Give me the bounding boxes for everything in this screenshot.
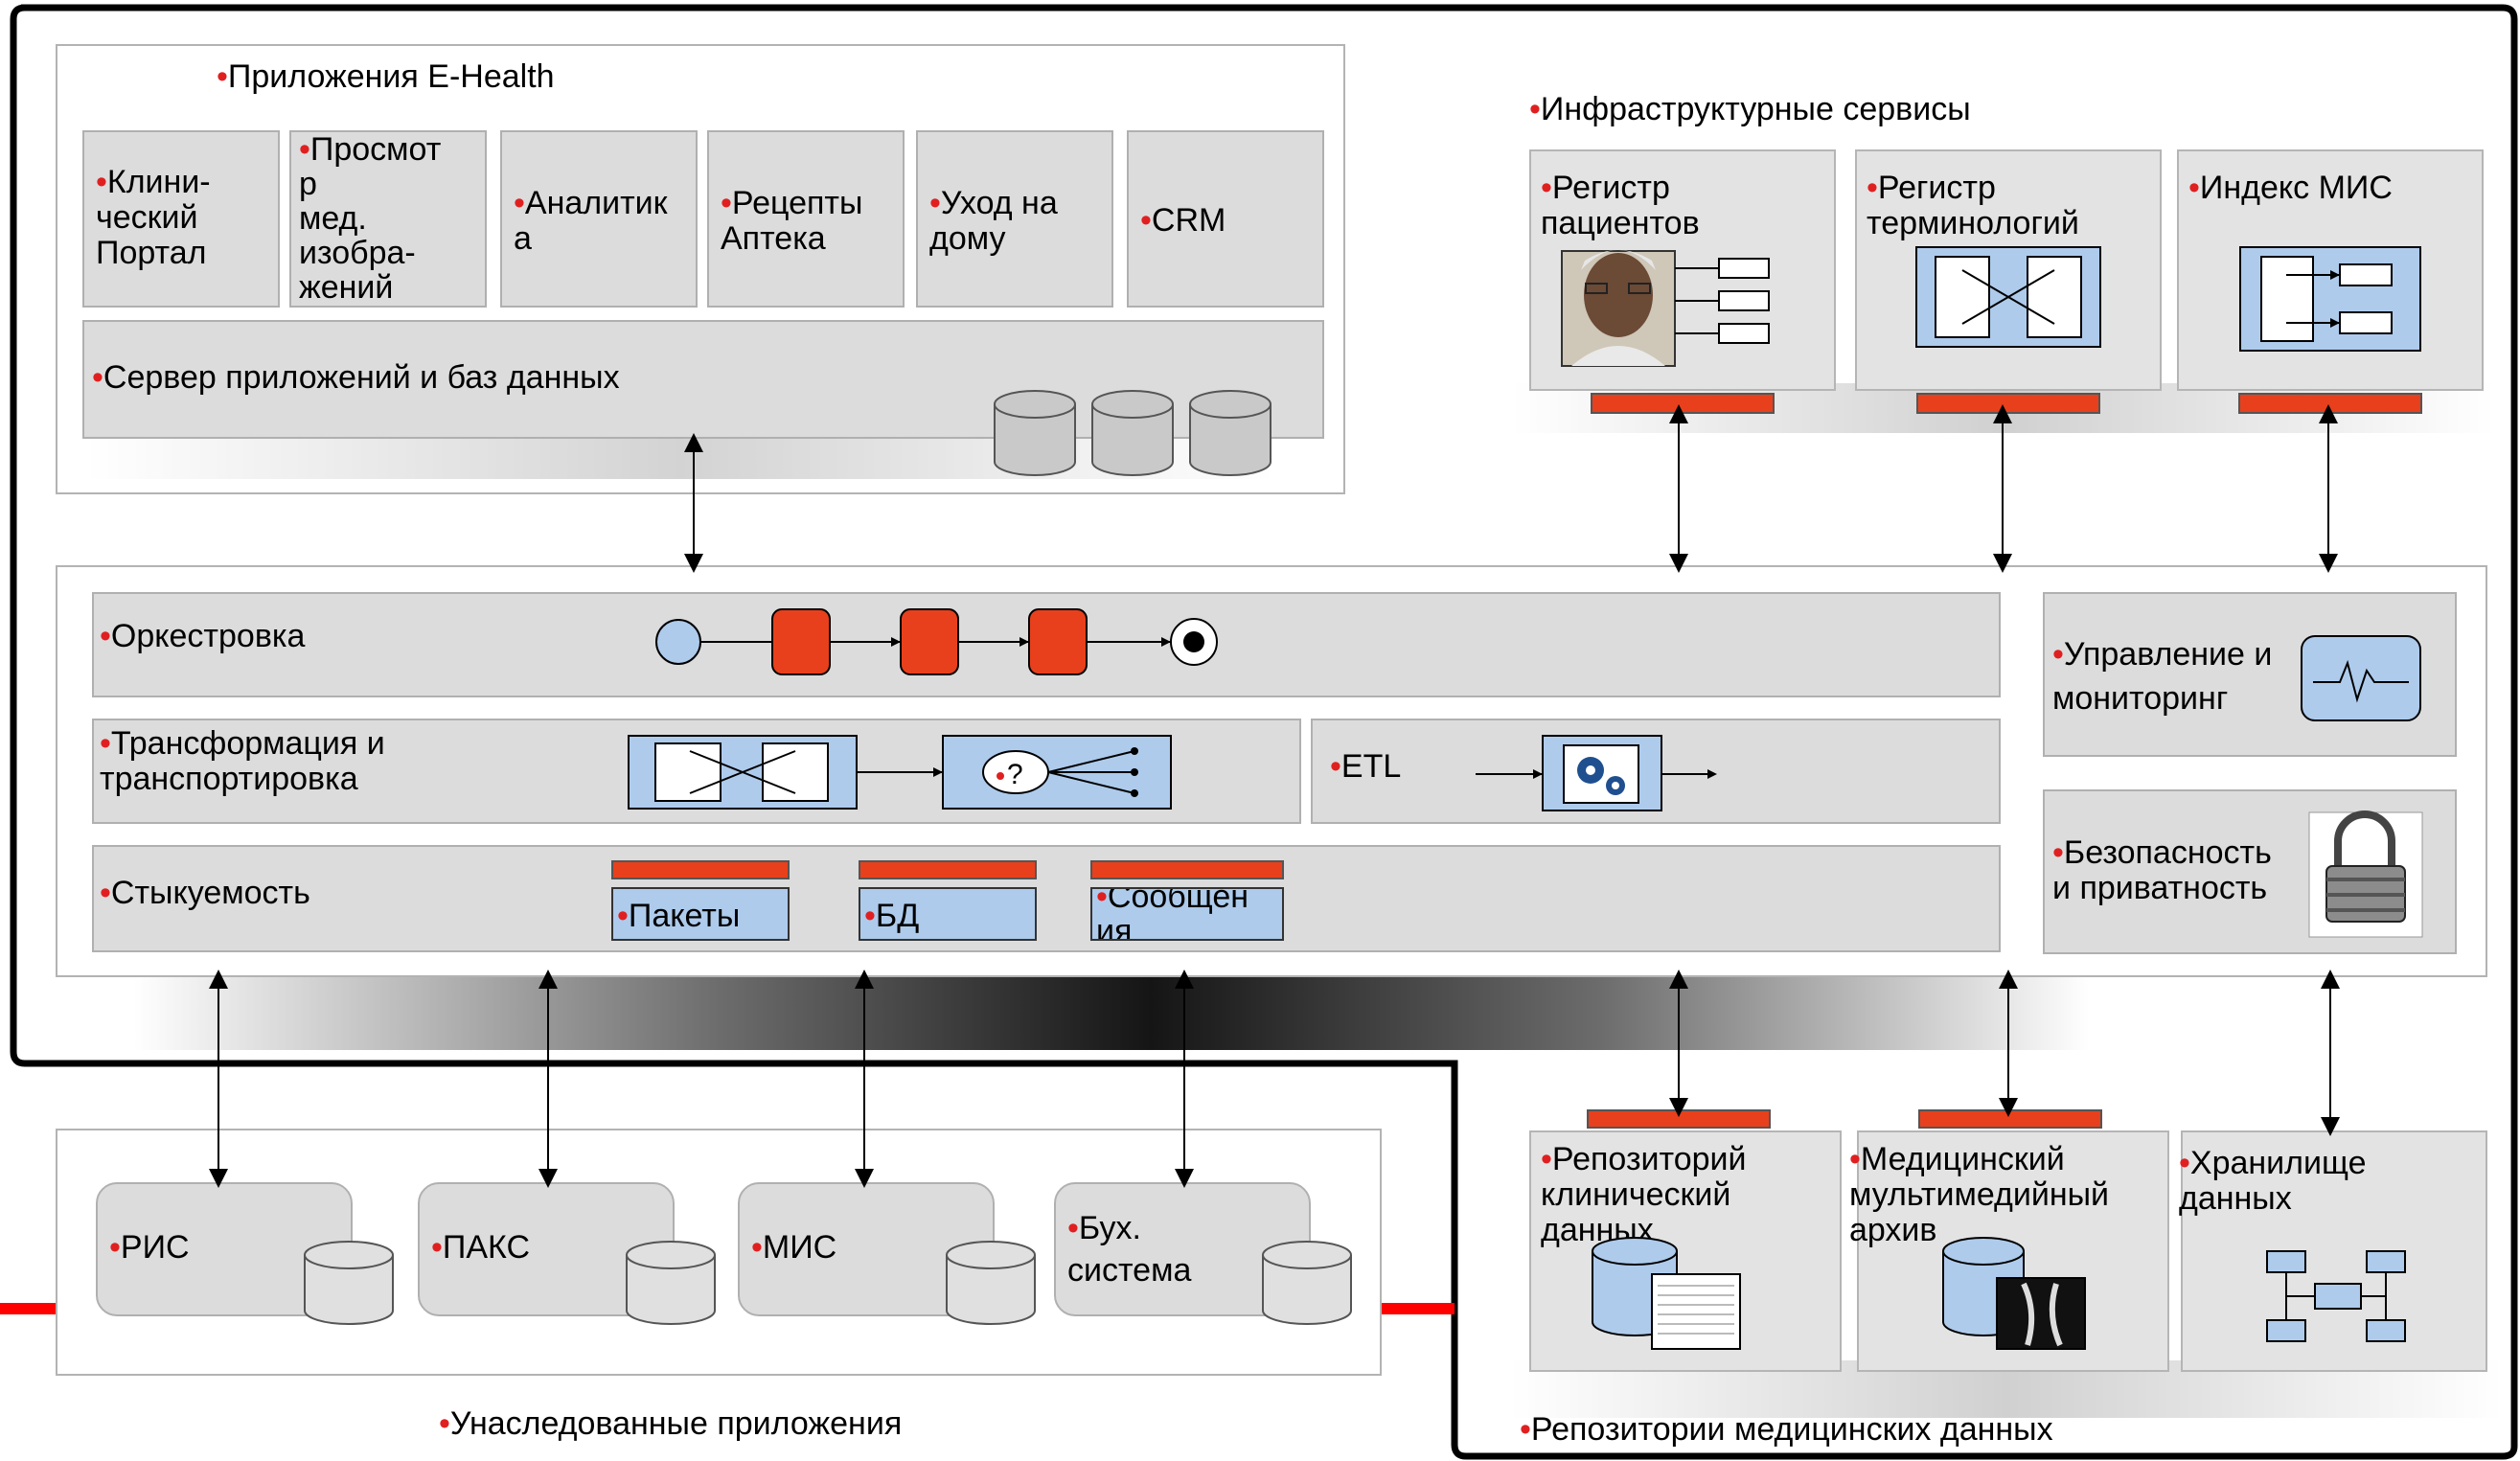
repo-data-warehouse[interactable]: •Хранилище данных bbox=[2179, 1130, 2487, 1372]
repo-connector-2 bbox=[1918, 1109, 2102, 1129]
bus-shadow bbox=[134, 977, 2089, 1050]
db-connector bbox=[859, 860, 1037, 879]
app-pharmacy[interactable]: •Рецепты Аптека bbox=[707, 130, 905, 308]
app-image-viewer[interactable]: •Просмот р мед. изобра- жений bbox=[289, 130, 487, 308]
infra-connector-3 bbox=[2238, 393, 2422, 414]
app-clinical-portal[interactable]: •Клини- ческий Портал bbox=[82, 130, 280, 308]
repo-connector-1 bbox=[1587, 1109, 1771, 1129]
ehealth-title: •Приложения E-Health bbox=[217, 58, 555, 95]
infra-connector-2 bbox=[1916, 393, 2100, 414]
infra-connector-1 bbox=[1591, 393, 1775, 414]
legacy-pacs[interactable]: •ПАКС bbox=[418, 1182, 675, 1316]
service-terminology-registry[interactable]: •Регистр терминологий bbox=[1855, 149, 2162, 391]
packets-connector bbox=[611, 860, 790, 879]
app-crm[interactable]: •CRM bbox=[1127, 130, 1324, 308]
service-patient-registry[interactable]: •Регистр пациентов bbox=[1529, 149, 1836, 391]
service-mis-index[interactable]: •Индекс МИС bbox=[2177, 149, 2484, 391]
ehealth-shadow bbox=[86, 436, 1274, 479]
app-analytics[interactable]: •Аналитик а bbox=[500, 130, 698, 308]
app-home-care[interactable]: •Уход на дому bbox=[916, 130, 1113, 308]
interoperability-layer[interactable]: •Стыкуемость bbox=[92, 845, 2001, 952]
app-server[interactable]: •Сервер приложений и баз данных bbox=[82, 320, 1324, 439]
legacy-mis[interactable]: •МИС bbox=[738, 1182, 995, 1316]
repo-clinical-data[interactable]: •Репозиторий клинический данных bbox=[1529, 1130, 1842, 1372]
etl-layer[interactable]: •ETL bbox=[1311, 719, 2001, 824]
repo-multimedia-archive[interactable]: •Медицинский мультимедийный архив bbox=[1849, 1130, 2169, 1372]
messages-adapter[interactable]: •Сообщен ия bbox=[1090, 887, 1284, 941]
repos-title: •Репозитории медицинских данных bbox=[1520, 1411, 2053, 1448]
packets-adapter[interactable]: •Пакеты bbox=[611, 887, 790, 941]
legacy-ris[interactable]: •РИС bbox=[96, 1182, 353, 1316]
orchestration-layer[interactable]: •Оркестровка bbox=[92, 592, 2001, 697]
security-privacy[interactable]: •Безопасность и приватность bbox=[2043, 789, 2457, 954]
db-adapter[interactable]: •БД bbox=[859, 887, 1037, 941]
infra-title: •Инфраструктурные сервисы bbox=[1529, 91, 1971, 127]
management-monitoring[interactable]: •Управление и мониторинг bbox=[2043, 592, 2457, 757]
messages-connector bbox=[1090, 860, 1284, 879]
transformation-layer[interactable]: •Трансформация и транспортировка bbox=[92, 719, 1301, 824]
legacy-accounting[interactable]: •Бух. система bbox=[1054, 1182, 1311, 1316]
legacy-title: •Унаследованные приложения bbox=[439, 1405, 903, 1442]
